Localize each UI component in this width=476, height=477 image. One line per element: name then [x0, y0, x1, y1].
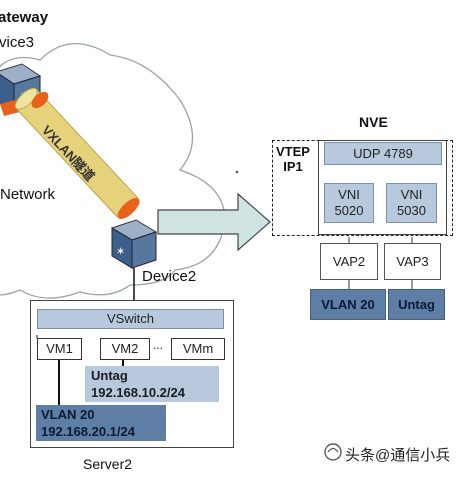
vlan20-ip: 192.168.20.1/24: [41, 424, 135, 439]
untag-ip: 192.168.10.2/24: [91, 385, 185, 400]
network-label: Network: [0, 186, 56, 203]
vm1-box: VM1: [37, 338, 82, 360]
watermark-text: 头条@通信小兵: [345, 447, 451, 464]
device3-label: vice3: [0, 34, 35, 51]
vni-5020-line2: 5020: [334, 203, 364, 218]
untag-box: Untag: [388, 289, 445, 320]
vswitch-box: VSwitch: [37, 309, 224, 329]
vlan20-title: VLAN 20: [41, 407, 95, 422]
vm-ellipsis: ...: [153, 338, 164, 352]
device2-router-icon: ✶: [110, 219, 158, 269]
udp-port-box: UDP 4789: [324, 142, 442, 165]
vmm-box: VMm: [171, 338, 225, 360]
vni-5030-line1: VNI: [400, 187, 423, 202]
nve-title: NVE: [359, 114, 388, 130]
nve-inner-frame: [318, 140, 447, 235]
vtep-label: VTEP IP1: [276, 144, 310, 174]
vni-5030-line2: 5030: [397, 203, 426, 218]
gateway-title: ateway: [0, 9, 49, 26]
vtep-label-line2: IP1: [283, 159, 303, 174]
vap2-box: VAP2: [320, 243, 378, 280]
vni-5020-line1: VNI: [338, 187, 360, 202]
right-arrow-icon: [157, 192, 271, 252]
device2-label: Device2: [142, 268, 197, 285]
vni-box-5020: VNI 5020: [324, 183, 374, 223]
vlan20-ip-block: VLAN 20 192.168.20.1/24: [36, 405, 166, 441]
server2-label: Server2: [83, 456, 133, 472]
svg-text:✶: ✶: [116, 245, 125, 258]
watermark-logo-icon: [324, 443, 342, 461]
untag-title: Untag: [91, 368, 128, 383]
vm2-box: VM2: [100, 338, 150, 360]
untag-ip-block: Untag 192.168.10.2/24: [85, 366, 219, 402]
vlan20-box: VLAN 20: [310, 289, 386, 320]
vxlan-tunnel: [14, 87, 140, 220]
vtep-label-line1: VTEP: [276, 144, 310, 159]
vni-box-5030: VNI 5030: [386, 183, 437, 223]
server2-frame: [30, 300, 234, 448]
vap3-box: VAP3: [384, 243, 441, 280]
